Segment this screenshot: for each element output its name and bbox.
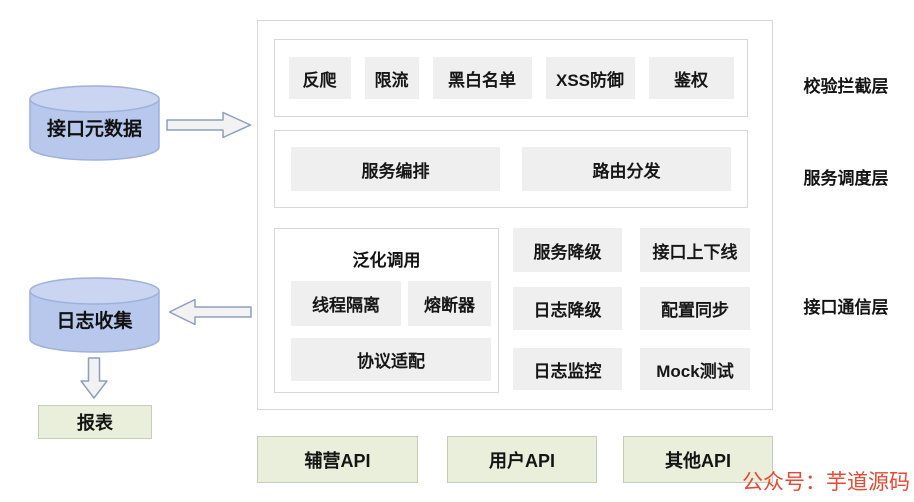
node-thread-isolation: 线程隔离 bbox=[291, 281, 401, 326]
node-service-orchestration: 服务编排 bbox=[291, 147, 500, 191]
api-box-other: 其他API bbox=[623, 436, 773, 483]
arrow-left-icon bbox=[168, 298, 252, 326]
api-box-user: 用户API bbox=[447, 436, 597, 483]
node-log-degrade: 日志降级 bbox=[513, 287, 622, 330]
report-box: 报表 bbox=[38, 405, 152, 439]
node-anti-crawler: 反爬 bbox=[288, 57, 351, 99]
label-communication-layer: 接口通信层 bbox=[803, 298, 889, 317]
node-xss-defense: XSS防御 bbox=[545, 57, 635, 99]
label-validation-layer: 校验拦截层 bbox=[803, 77, 889, 96]
database-cylinder-icon bbox=[29, 277, 160, 353]
database-cylinder-icon bbox=[29, 85, 160, 161]
scheduling-layer-box: 服务编排 路由分发 bbox=[274, 130, 748, 208]
validation-layer-box: 反爬 限流 黑白名单 XSS防御 鉴权 bbox=[274, 39, 748, 117]
node-service-degrade: 服务降级 bbox=[513, 228, 622, 272]
arrow-right-icon bbox=[166, 111, 252, 139]
node-blackwhite-list: 黑白名单 bbox=[432, 57, 532, 99]
api-box-auxiliary: 辅营API bbox=[257, 436, 418, 483]
log-db-cylinder: 日志收集 bbox=[28, 276, 161, 354]
generic-invocation-title: 泛化调用 bbox=[352, 251, 421, 270]
node-config-sync: 配置同步 bbox=[640, 287, 750, 330]
metadata-db-cylinder: 接口元数据 bbox=[28, 84, 161, 162]
node-auth: 鉴权 bbox=[648, 57, 734, 99]
watermark-text: 公众号：芋道源码 bbox=[742, 470, 910, 494]
node-circuit-breaker: 熔断器 bbox=[408, 281, 491, 326]
node-protocol-adaptation: 协议适配 bbox=[291, 338, 491, 381]
node-rate-limit: 限流 bbox=[364, 57, 419, 99]
generic-invocation-box: 泛化调用 线程隔离 熔断器 协议适配 bbox=[274, 228, 499, 393]
node-api-on-offline: 接口上下线 bbox=[640, 228, 750, 272]
node-log-monitor: 日志监控 bbox=[513, 348, 622, 390]
arrow-down-icon bbox=[80, 357, 108, 399]
metadata-db-label: 接口元数据 bbox=[46, 119, 142, 140]
node-route-dispatch: 路由分发 bbox=[522, 147, 731, 191]
label-scheduling-layer: 服务调度层 bbox=[803, 169, 889, 188]
log-db-label: 日志收集 bbox=[56, 311, 133, 332]
node-mock-test: Mock测试 bbox=[640, 348, 750, 390]
